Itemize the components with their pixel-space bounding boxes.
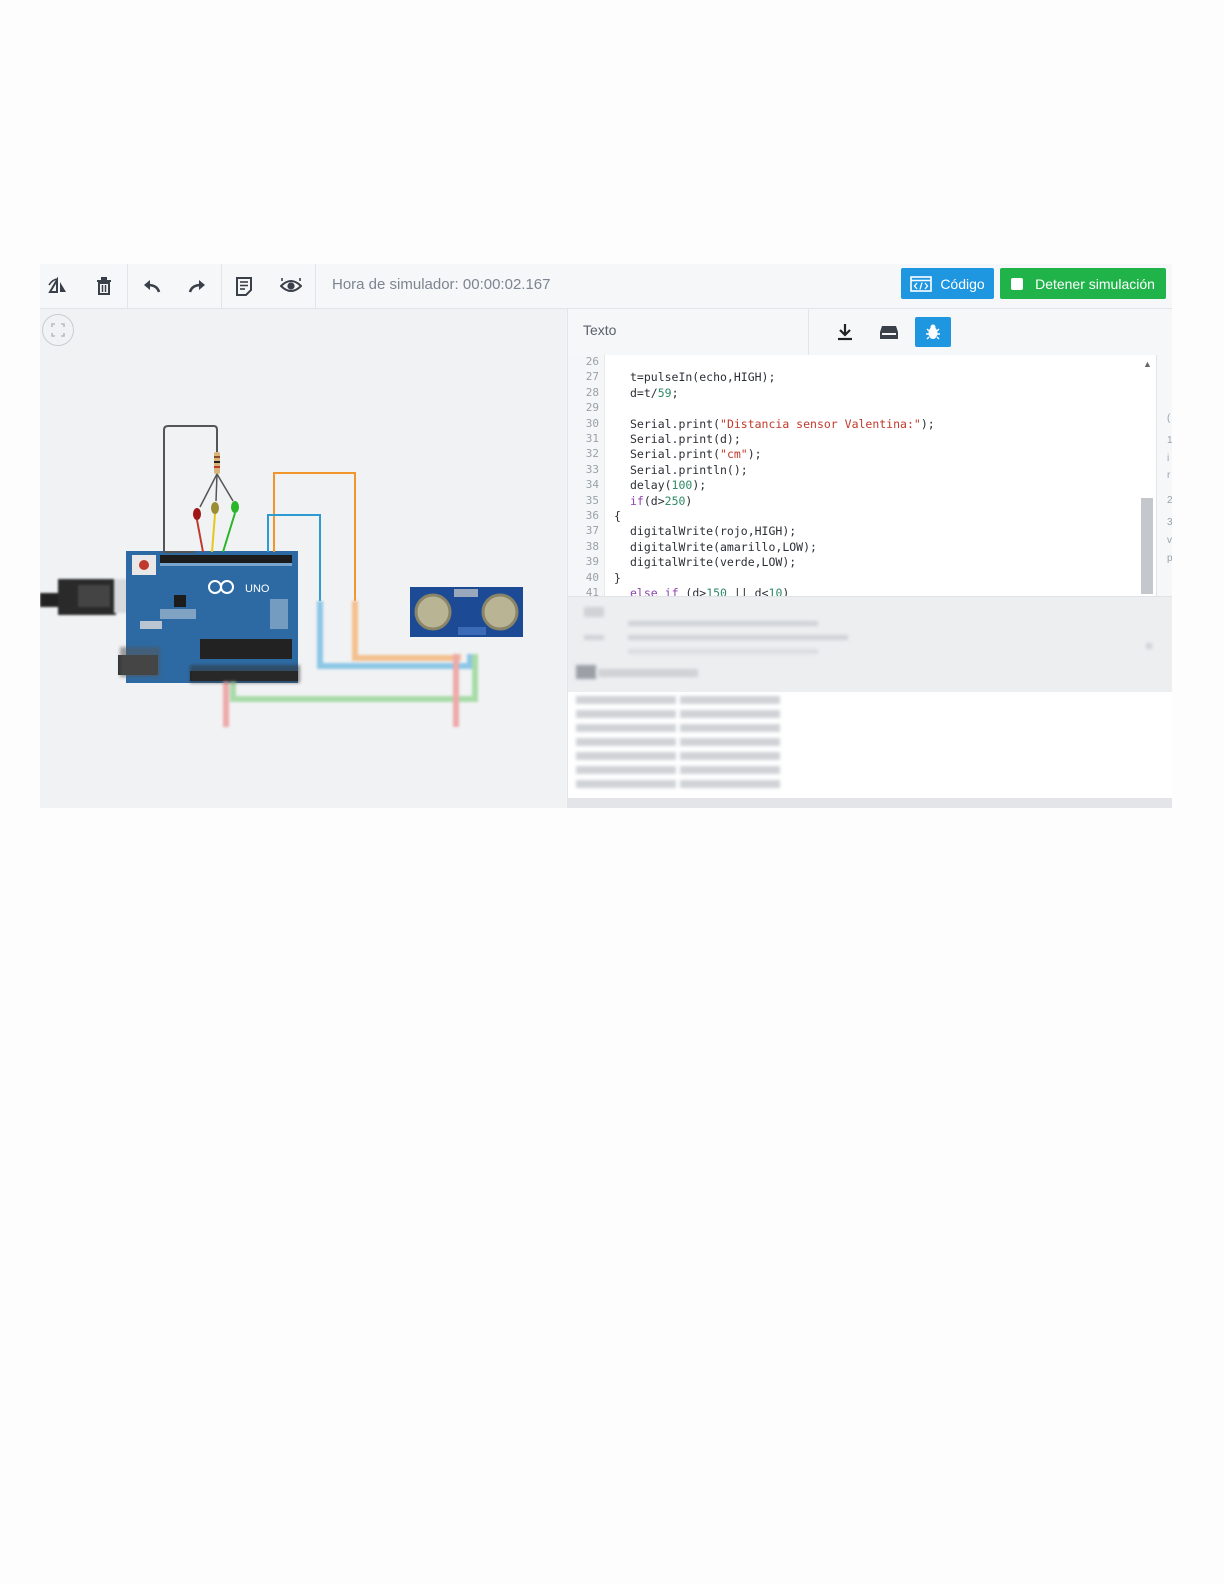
line-number: 31 bbox=[585, 432, 599, 445]
editor-scrollbar[interactable]: ▲ bbox=[1141, 355, 1153, 596]
undo-button[interactable] bbox=[137, 272, 167, 300]
view-button[interactable] bbox=[276, 272, 306, 300]
line-number: 29 bbox=[585, 401, 599, 415]
code-line: t=pulseIn(echo,HIGH); bbox=[630, 370, 776, 385]
debugger-button[interactable] bbox=[915, 317, 951, 347]
code-window-icon bbox=[910, 275, 933, 292]
code-line: Serial.println(); bbox=[630, 462, 748, 477]
scroll-up-icon[interactable]: ▲ bbox=[1143, 359, 1152, 369]
download-icon bbox=[838, 324, 852, 341]
code-button-label: Código bbox=[940, 275, 985, 292]
ultrasonic-sensor[interactable] bbox=[410, 587, 523, 637]
line-number: 39 bbox=[585, 555, 599, 569]
delete-button[interactable] bbox=[89, 272, 119, 300]
serial-input-bar[interactable] bbox=[568, 798, 1172, 808]
code-button[interactable]: Código bbox=[901, 268, 994, 299]
board-label: UNO bbox=[245, 583, 270, 595]
serial-monitor bbox=[568, 596, 1172, 693]
line-number: 27 bbox=[585, 370, 599, 384]
red-led[interactable] bbox=[193, 508, 201, 520]
scroll-thumb[interactable] bbox=[1141, 498, 1153, 594]
line-number: 28 bbox=[585, 385, 599, 399]
line-number: 35 bbox=[585, 493, 599, 507]
resistor[interactable] bbox=[214, 452, 220, 474]
code-line: if(d>250) bbox=[630, 493, 693, 508]
line-number: 26 bbox=[585, 355, 599, 368]
download-code-button[interactable] bbox=[827, 317, 863, 347]
line-number: 34 bbox=[585, 478, 599, 492]
code-line: Serial.print("cm"); bbox=[630, 447, 762, 462]
line-number: 38 bbox=[585, 539, 599, 553]
yellow-led[interactable] bbox=[211, 502, 219, 514]
trash-icon bbox=[97, 277, 111, 295]
right-side-panel: ( 1 i r 2 3 v p bbox=[1156, 355, 1172, 596]
stop-simulation-label: Detener simulación bbox=[1035, 275, 1155, 292]
library-icon bbox=[880, 326, 898, 339]
ground-wire bbox=[163, 425, 218, 553]
bug-icon bbox=[926, 324, 940, 340]
code-line: d=t/59; bbox=[630, 385, 679, 400]
fit-view-icon bbox=[51, 323, 65, 337]
blur-overlay bbox=[120, 647, 300, 683]
line-number: 36 bbox=[585, 509, 599, 522]
redo-button[interactable] bbox=[182, 272, 212, 300]
note-icon bbox=[236, 277, 252, 296]
simulator-time: Hora de simulador: 00:00:02.167 bbox=[332, 276, 551, 293]
line-number: 33 bbox=[585, 462, 599, 476]
fit-view-button[interactable] bbox=[42, 314, 74, 346]
code-panel-header: Texto bbox=[568, 309, 1172, 356]
eye-icon bbox=[280, 278, 302, 292]
stop-simulation-button[interactable]: Detener simulación bbox=[1000, 268, 1166, 299]
code-line: Serial.print("Distancia sensor Valentina… bbox=[630, 416, 935, 431]
circuit-canvas[interactable]: UNO bbox=[40, 309, 566, 808]
tinkercad-app: Hora de simulador: 00:00:02.167 Código D… bbox=[40, 264, 1172, 808]
stop-icon bbox=[1011, 277, 1024, 290]
toolbar: Hora de simulador: 00:00:02.167 Código D… bbox=[40, 264, 1172, 309]
redo-icon bbox=[188, 280, 205, 293]
code-line: delay(100); bbox=[630, 478, 707, 493]
line-number: 41 bbox=[585, 586, 599, 596]
line-number: 30 bbox=[585, 416, 599, 430]
code-line: digitalWrite(verde,LOW); bbox=[630, 555, 797, 570]
code-line: digitalWrite(amarillo,LOW); bbox=[630, 539, 817, 554]
rotate-button[interactable] bbox=[43, 272, 73, 300]
green-led[interactable] bbox=[231, 501, 239, 513]
code-line: Serial.print(d); bbox=[630, 432, 741, 446]
notes-button[interactable] bbox=[229, 272, 259, 300]
blue-wire bbox=[267, 514, 321, 601]
editor-mode-select[interactable]: Texto bbox=[583, 322, 617, 338]
orange-wire bbox=[273, 472, 356, 601]
libraries-button[interactable] bbox=[871, 317, 907, 347]
code-line: { bbox=[614, 509, 621, 523]
line-number: 40 bbox=[585, 570, 599, 584]
circuit-drawing: UNO bbox=[40, 425, 523, 727]
led-legs bbox=[196, 473, 236, 553]
serial-output-area bbox=[568, 692, 1172, 808]
faded-wires bbox=[223, 601, 478, 727]
code-line: digitalWrite(rojo,HIGH); bbox=[630, 524, 797, 539]
code-line: else if (d>150 || d<10) bbox=[630, 586, 790, 596]
code-line: } bbox=[614, 570, 621, 585]
rotate-icon bbox=[48, 277, 66, 293]
line-number: 32 bbox=[585, 447, 599, 461]
undo-icon bbox=[144, 280, 161, 293]
line-number: 37 bbox=[585, 524, 599, 538]
